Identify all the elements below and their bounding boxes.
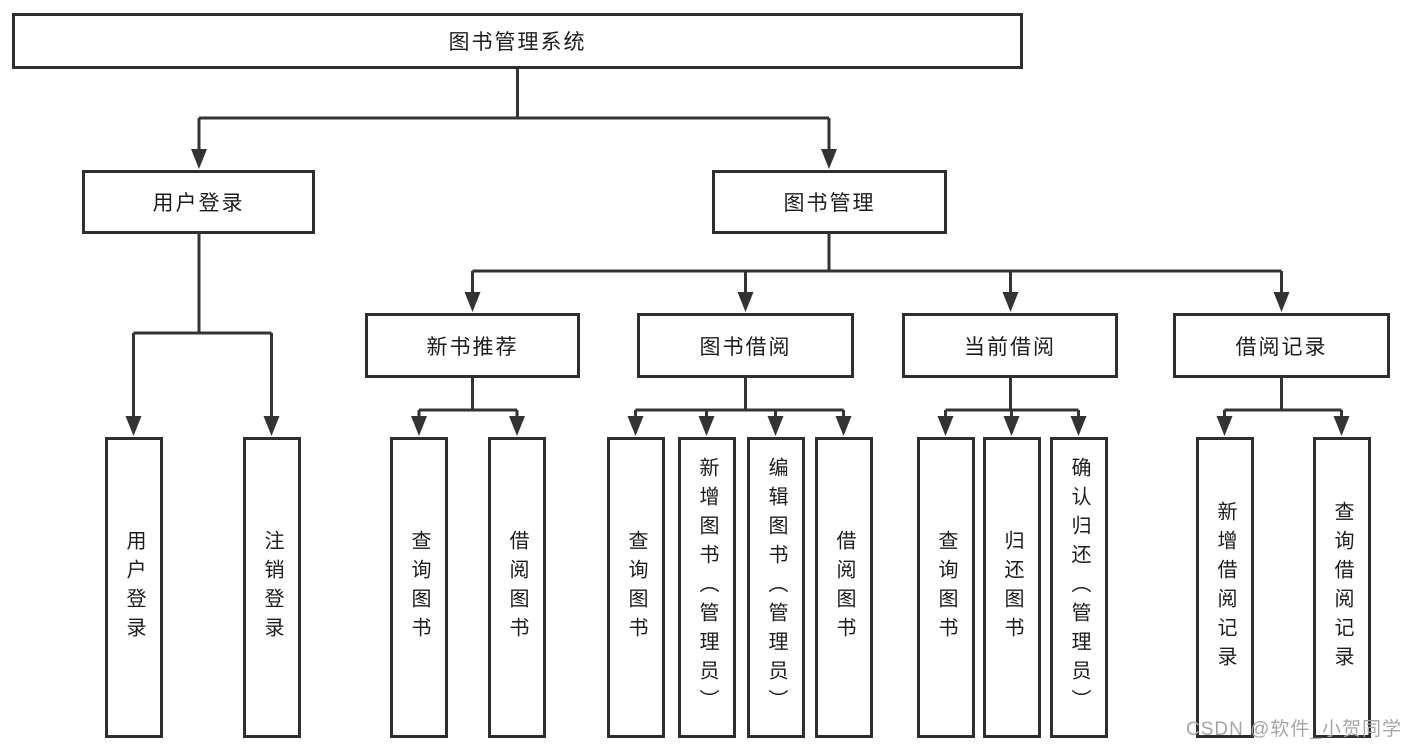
node-current-borrow: 当前借阅 xyxy=(902,313,1118,378)
node-system-root: 图书管理系统 xyxy=(12,13,1023,69)
leaf-query-books-borrow: 查询图书 xyxy=(607,437,665,738)
leaf-query-books-newbook: 查询图书 xyxy=(390,437,448,738)
leaf-user-login: 用户登录 xyxy=(105,437,163,738)
arrowhead-icon xyxy=(937,416,954,436)
arrowhead-icon xyxy=(191,149,207,169)
connector-root-to-level2 xyxy=(191,69,837,169)
arrowhead-icon xyxy=(464,292,481,312)
leaf-query-borrow-record: 查询借阅记录 xyxy=(1313,437,1371,738)
arrowhead-icon xyxy=(1070,416,1087,436)
arrowhead-icon xyxy=(1002,292,1019,312)
arrowhead-icon xyxy=(1216,416,1233,436)
leaf-borrow-books-newbook: 借阅图书 xyxy=(488,437,546,738)
leaf-query-books-current: 查询图书 xyxy=(917,437,975,738)
arrowhead-icon xyxy=(698,416,715,436)
leaf-borrow-books-borrow: 借阅图书 xyxy=(815,437,873,738)
connector-current-to-leaves xyxy=(937,378,1087,436)
arrowhead-icon xyxy=(821,149,837,169)
connector-userlogin-to-leaves xyxy=(125,234,280,436)
leaf-confirm-return-admin: 确认归还（管理员） xyxy=(1050,437,1108,738)
connector-records-to-leaves xyxy=(1216,378,1350,436)
connector-bookmgmt-to-groups xyxy=(464,234,1290,312)
leaf-add-book-admin: 新增图书（管理员） xyxy=(678,437,736,738)
node-book-management: 图书管理 xyxy=(712,170,947,234)
connector-newbook-to-leaves xyxy=(411,378,525,436)
leaf-add-borrow-record: 新增借阅记录 xyxy=(1196,437,1254,738)
connector-borrow-to-leaves xyxy=(627,378,852,436)
arrowhead-icon xyxy=(737,292,754,312)
node-book-borrow: 图书借阅 xyxy=(637,313,854,378)
node-new-book-recommend: 新书推荐 xyxy=(365,313,580,378)
arrowhead-icon xyxy=(509,416,525,436)
arrowhead-icon xyxy=(263,416,280,436)
arrowhead-icon xyxy=(1333,416,1350,436)
arrowhead-icon xyxy=(1003,416,1020,436)
arrowhead-icon xyxy=(125,416,142,436)
csdn-watermark: CSDN @软件_小贺同学 xyxy=(1186,719,1402,740)
arrowhead-icon xyxy=(767,416,784,436)
arrowhead-icon xyxy=(627,416,644,436)
arrowhead-icon xyxy=(411,416,427,436)
node-borrow-records: 借阅记录 xyxy=(1173,313,1390,378)
leaf-edit-book-admin: 编辑图书（管理员） xyxy=(747,437,805,738)
arrowhead-icon xyxy=(835,416,852,436)
leaf-logout: 注销登录 xyxy=(243,437,301,738)
leaf-return-book: 归还图书 xyxy=(983,437,1041,738)
arrowhead-icon xyxy=(1273,292,1290,312)
node-user-login: 用户登录 xyxy=(82,170,315,234)
